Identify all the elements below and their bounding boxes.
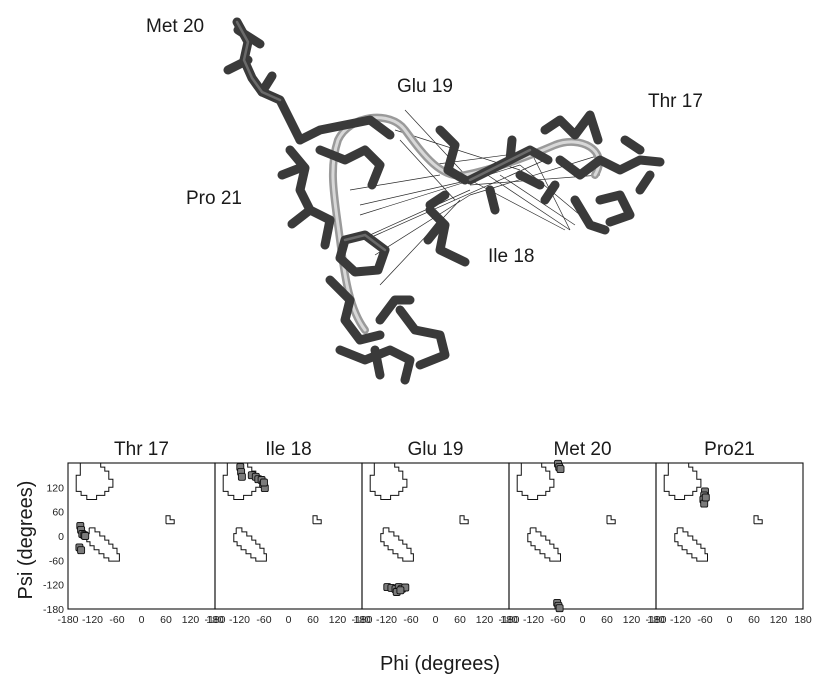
data-point: [77, 546, 86, 555]
allowed-region: [75, 463, 114, 500]
label-thr17: Thr 17: [648, 91, 703, 112]
panel-title: Thr 17: [114, 439, 169, 460]
x-tick-label: -60: [256, 614, 271, 626]
data-point: [260, 478, 268, 487]
allowed-region: [165, 515, 175, 525]
x-tick-label: 180: [647, 614, 665, 626]
x-tick-label: -120: [376, 614, 397, 626]
label-ile18: Ile 18: [488, 246, 534, 267]
x-tick-label: -120: [82, 614, 103, 626]
backbone-ribbon: [328, 113, 603, 334]
peptide-structure: Met 20 Glu 19 Thr 17 Pro 21 Ile 18: [146, 16, 703, 385]
allowed-region: [606, 515, 616, 525]
x-tick-label: 120: [770, 614, 788, 626]
allowed-region: [459, 515, 469, 525]
stick-model: [223, 17, 665, 385]
x-tick-label: 0: [139, 614, 145, 626]
x-tick-label: -180: [57, 614, 78, 626]
rama-panel: Ile 18: [214, 439, 363, 610]
panel-frame: [214, 462, 363, 610]
x-tick-label: -120: [229, 614, 250, 626]
x-tick-label: 0: [286, 614, 292, 626]
x-tick-label: -180: [498, 614, 519, 626]
label-glu19: Glu 19: [397, 76, 453, 97]
x-tick-label: 180: [500, 614, 518, 626]
allowed-region: [527, 527, 561, 562]
data-point: [556, 465, 565, 474]
panel-title: Met 20: [553, 439, 611, 460]
allowed-region: [380, 527, 414, 562]
data-point: [237, 472, 246, 481]
x-tick-label: -180: [204, 614, 225, 626]
y-tick-label: 60: [52, 507, 64, 519]
allowed-region: [233, 527, 267, 562]
x-tick-label: 120: [623, 614, 641, 626]
data-point: [396, 586, 405, 595]
x-tick-label: -120: [670, 614, 691, 626]
data-point: [555, 604, 564, 613]
y-tick-label: -120: [43, 580, 64, 592]
x-tick-label: -60: [550, 614, 565, 626]
allowed-region: [753, 515, 763, 525]
y-tick-label: 120: [46, 482, 64, 494]
rama-panel: Thr 17: [67, 439, 216, 610]
x-tick-label: 0: [727, 614, 733, 626]
x-tick-label: 60: [454, 614, 466, 626]
label-pro21: Pro 21: [186, 188, 242, 209]
x-tick-label: -180: [645, 614, 666, 626]
x-tick-label: 0: [433, 614, 439, 626]
x-tick-label: 120: [476, 614, 494, 626]
x-tick-label: -120: [523, 614, 544, 626]
y-tick-labels: -180 -120 -60 0 60 120: [43, 482, 64, 616]
panel-frame: [67, 462, 216, 610]
y-axis-title: Psi (degrees): [15, 481, 37, 600]
panel-title: Ile 18: [265, 439, 311, 460]
panel-title: Pro21: [704, 439, 755, 460]
allowed-region: [222, 463, 261, 500]
x-tick-label: 180: [353, 614, 371, 626]
data-point: [81, 532, 90, 540]
x-tick-label: 60: [601, 614, 613, 626]
panel-title: Glu 19: [408, 439, 464, 460]
x-tick-label: 60: [748, 614, 760, 626]
x-tick-label: -60: [403, 614, 418, 626]
x-tick-label: 120: [182, 614, 200, 626]
rama-panel: Glu 19: [361, 439, 510, 610]
x-tick-label: -60: [697, 614, 712, 626]
x-tick-label: 180: [794, 614, 812, 626]
y-tick-label: -60: [49, 555, 64, 567]
data-point: [701, 493, 710, 502]
panel-group: Thr 17 Ile 18 Glu 19 Met 20 Pro21: [67, 439, 804, 613]
allowed-region: [86, 527, 120, 562]
y-tick-label: 0: [58, 531, 64, 543]
x-axis-title: Phi (degrees): [380, 653, 500, 674]
x-tick-label: 180: [206, 614, 224, 626]
x-tick-label: 60: [160, 614, 172, 626]
ramachandran-plots: Thr 17 Ile 18 Glu 19 Met 20 Pro21 -180 -120 -6…: [15, 439, 812, 674]
allowed-region: [674, 527, 708, 562]
allowed-region: [312, 515, 322, 525]
panel-frame: [508, 462, 657, 610]
x-tick-label: -180: [351, 614, 372, 626]
x-tick-label: -60: [109, 614, 124, 626]
y-tick-label: -180: [43, 604, 64, 616]
panel-frame: [655, 462, 804, 610]
rama-panel: Met 20: [508, 439, 657, 613]
allowed-region: [663, 463, 702, 500]
allowed-region: [369, 463, 408, 500]
x-tick-label: 120: [329, 614, 347, 626]
label-met20: Met 20: [146, 16, 204, 37]
x-tick-label: 0: [580, 614, 586, 626]
x-tick-label: 60: [307, 614, 319, 626]
rama-panel: Pro21: [655, 439, 804, 610]
allowed-region: [516, 463, 555, 500]
